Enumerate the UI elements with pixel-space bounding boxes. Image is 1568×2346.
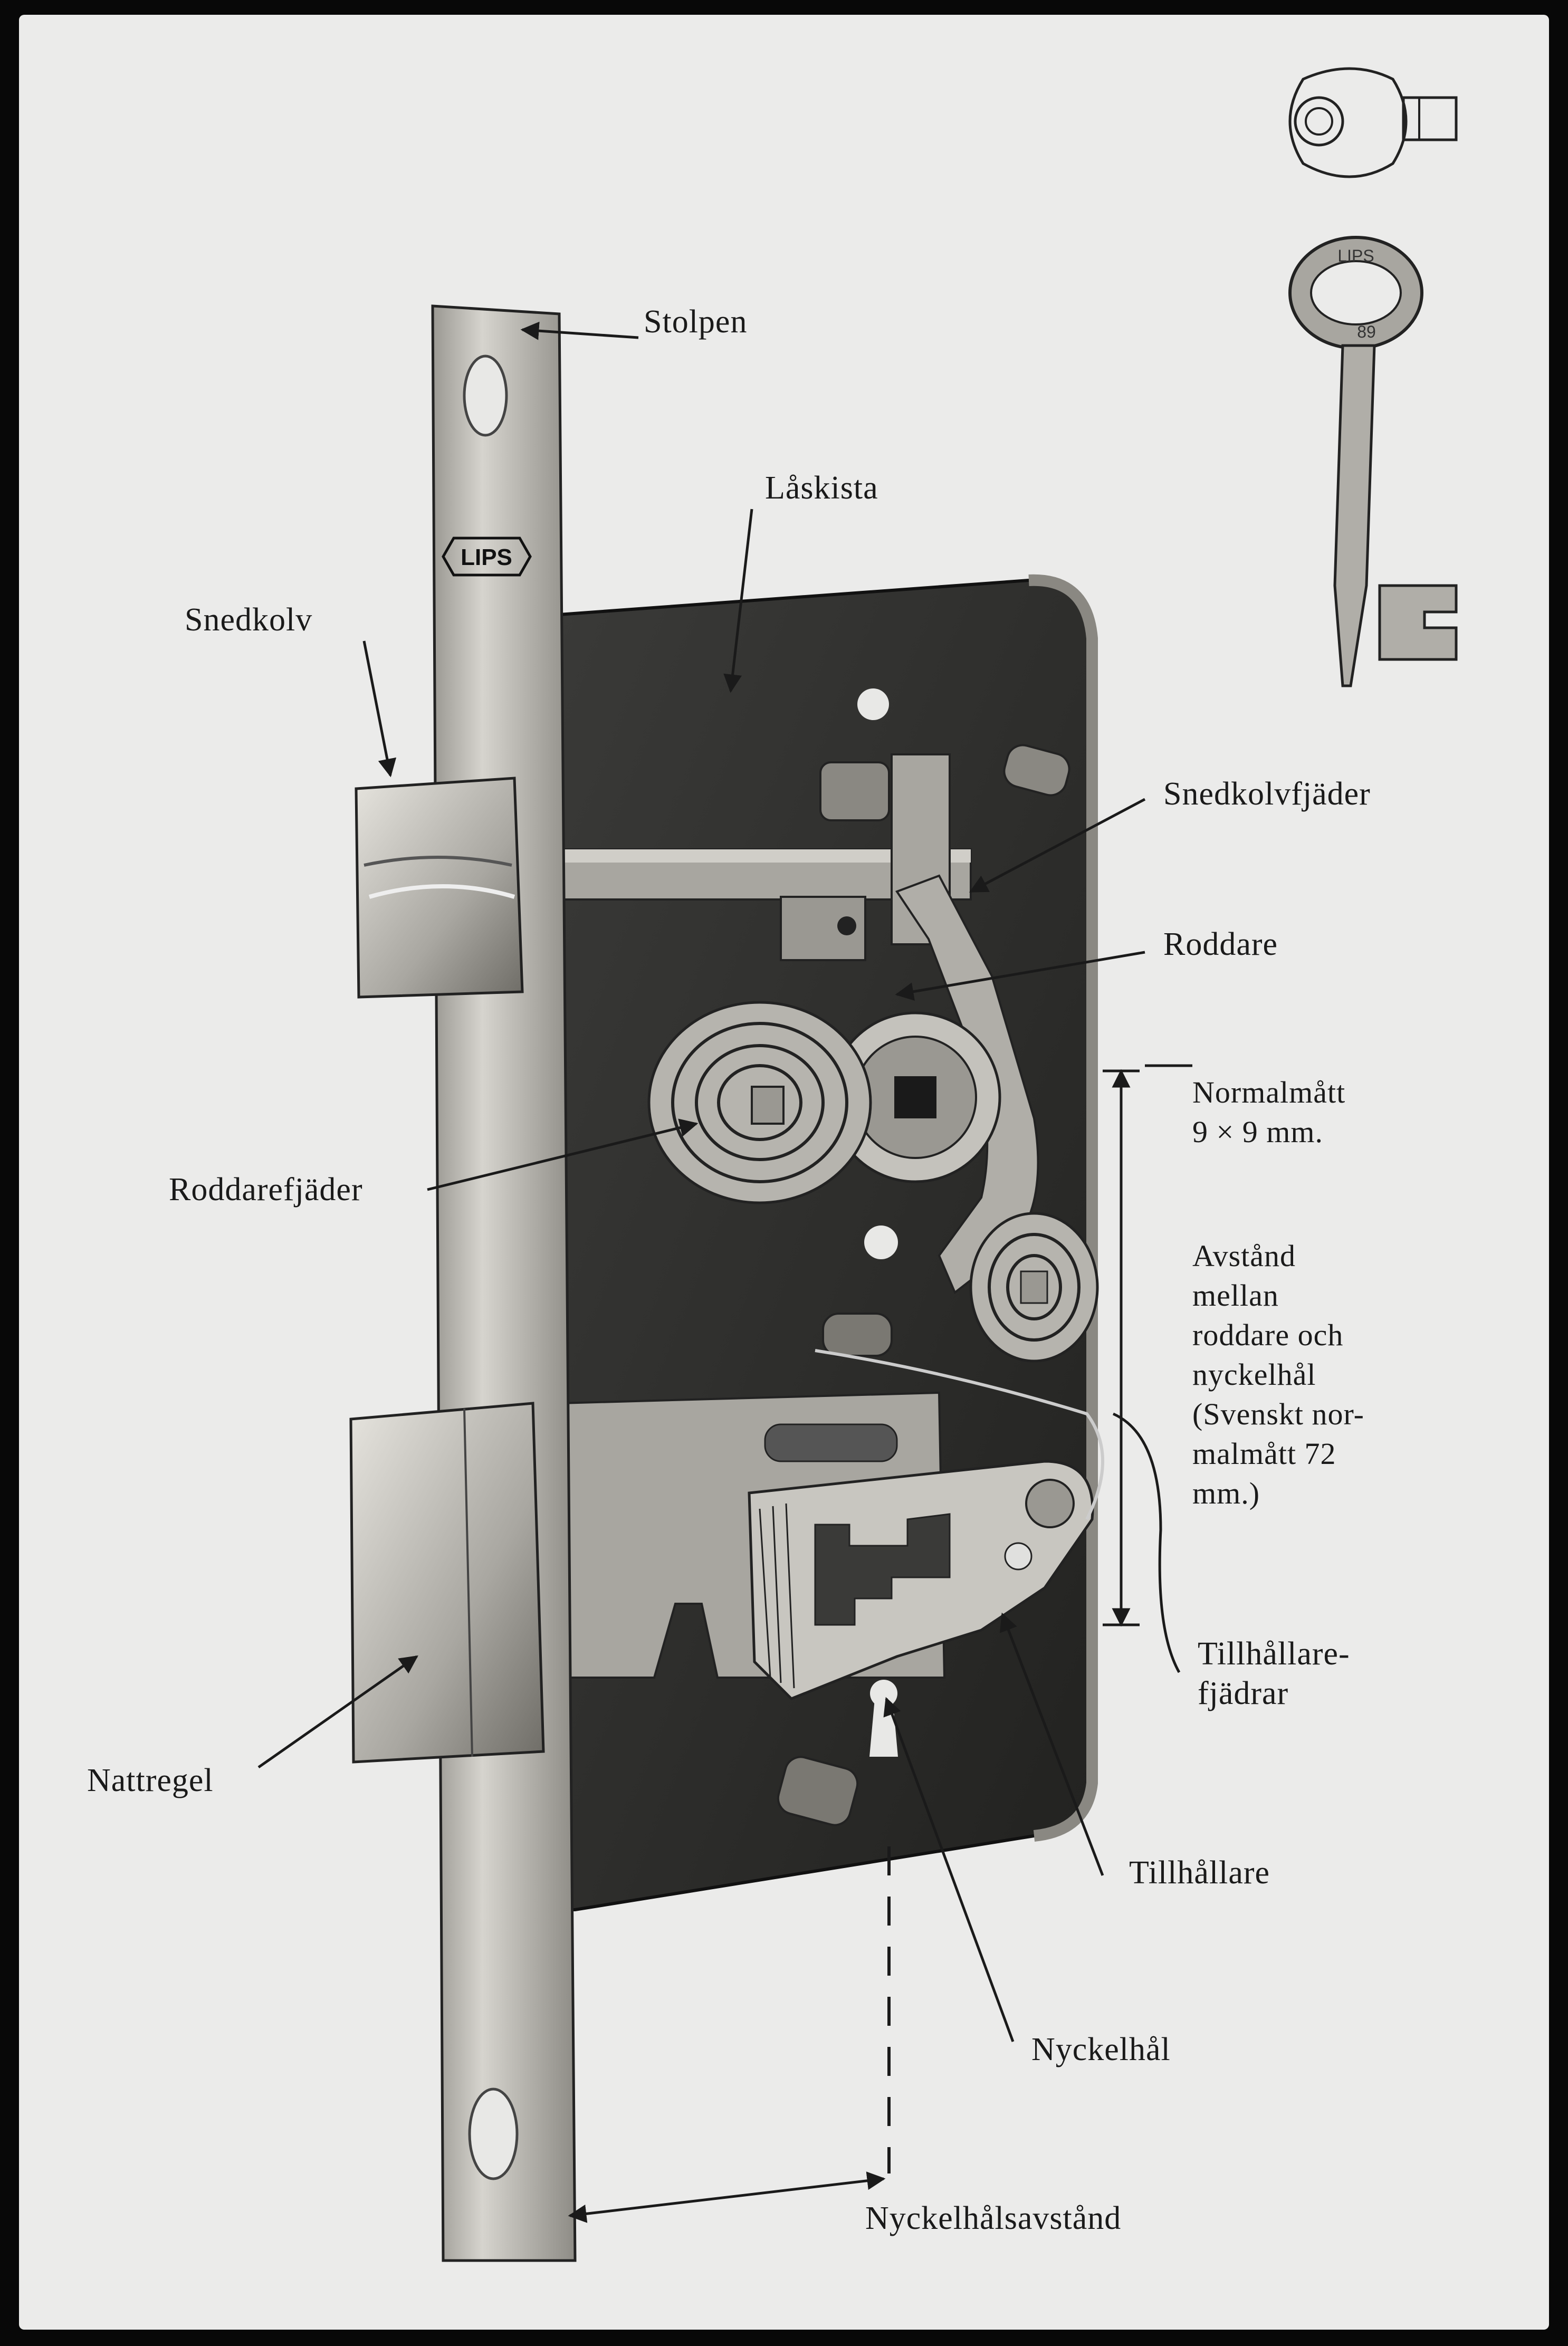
label-stolpen: Stolpen xyxy=(644,304,747,340)
bit-key-icon: LIPS 89 xyxy=(1288,236,1458,687)
svg-text:LIPS: LIPS xyxy=(461,544,512,570)
flat-key-icon xyxy=(1288,67,1458,178)
label-normalmatt-2: 9 × 9 mm. xyxy=(1192,1115,1323,1149)
label-nyckelhal: Nyckelhål xyxy=(1031,2032,1171,2067)
svg-text:89: 89 xyxy=(1357,322,1376,341)
label-avstand-2: mellan xyxy=(1192,1278,1279,1313)
label-nyckelhalsavstand: Nyckelhålsavstånd xyxy=(865,2200,1121,2236)
follower-spring xyxy=(647,1001,872,1204)
night-bolt xyxy=(349,1402,545,1764)
lips-logo: LIPS xyxy=(442,537,532,577)
label-avstand-4: nyckelhål xyxy=(1192,1357,1316,1392)
label-normalmatt-1: Normalmått xyxy=(1192,1075,1345,1109)
label-avstand-3: roddare och xyxy=(1192,1318,1343,1352)
leader-lines xyxy=(257,321,1181,2042)
label-snedkolvfjader: Snedkolvfjäder xyxy=(1163,776,1371,812)
label-tillhallarefjadrar-1: Tillhållare- xyxy=(1198,1636,1350,1672)
label-avstand-1: Avstånd xyxy=(1192,1239,1296,1273)
svg-text:LIPS: LIPS xyxy=(1337,246,1374,265)
label-snedkolv: Snedkolv xyxy=(185,602,312,638)
label-roddare: Roddare xyxy=(1163,926,1278,962)
case-posts xyxy=(777,744,1070,1826)
label-avstand-6: malmått 72 xyxy=(1192,1437,1336,1471)
label-laskista: Låskista xyxy=(765,470,878,506)
dimension-lines xyxy=(568,1064,1192,2223)
follower-lever xyxy=(829,874,1039,1295)
small-spring xyxy=(969,1212,1099,1363)
label-tillhallare: Tillhållare xyxy=(1129,1855,1270,1891)
labels: Stolpen Låskista Snedkolv Snedkolvfjäder… xyxy=(87,304,1371,2236)
latch-bolt xyxy=(355,777,524,999)
label-avstand-5: (Svenskt nor- xyxy=(1192,1397,1364,1431)
label-tillhallarefjadrar-2: fjädrar xyxy=(1198,1675,1288,1711)
label-roddarefjader: Roddarefjäder xyxy=(169,1172,363,1208)
front-plate: LIPS xyxy=(431,304,577,2262)
label-avstand-7: mm.) xyxy=(1192,1476,1260,1510)
tumbler-springs xyxy=(815,1349,1104,1520)
label-nattregel: Nattregel xyxy=(87,1763,214,1798)
lever-tumblers xyxy=(748,1460,1094,1700)
